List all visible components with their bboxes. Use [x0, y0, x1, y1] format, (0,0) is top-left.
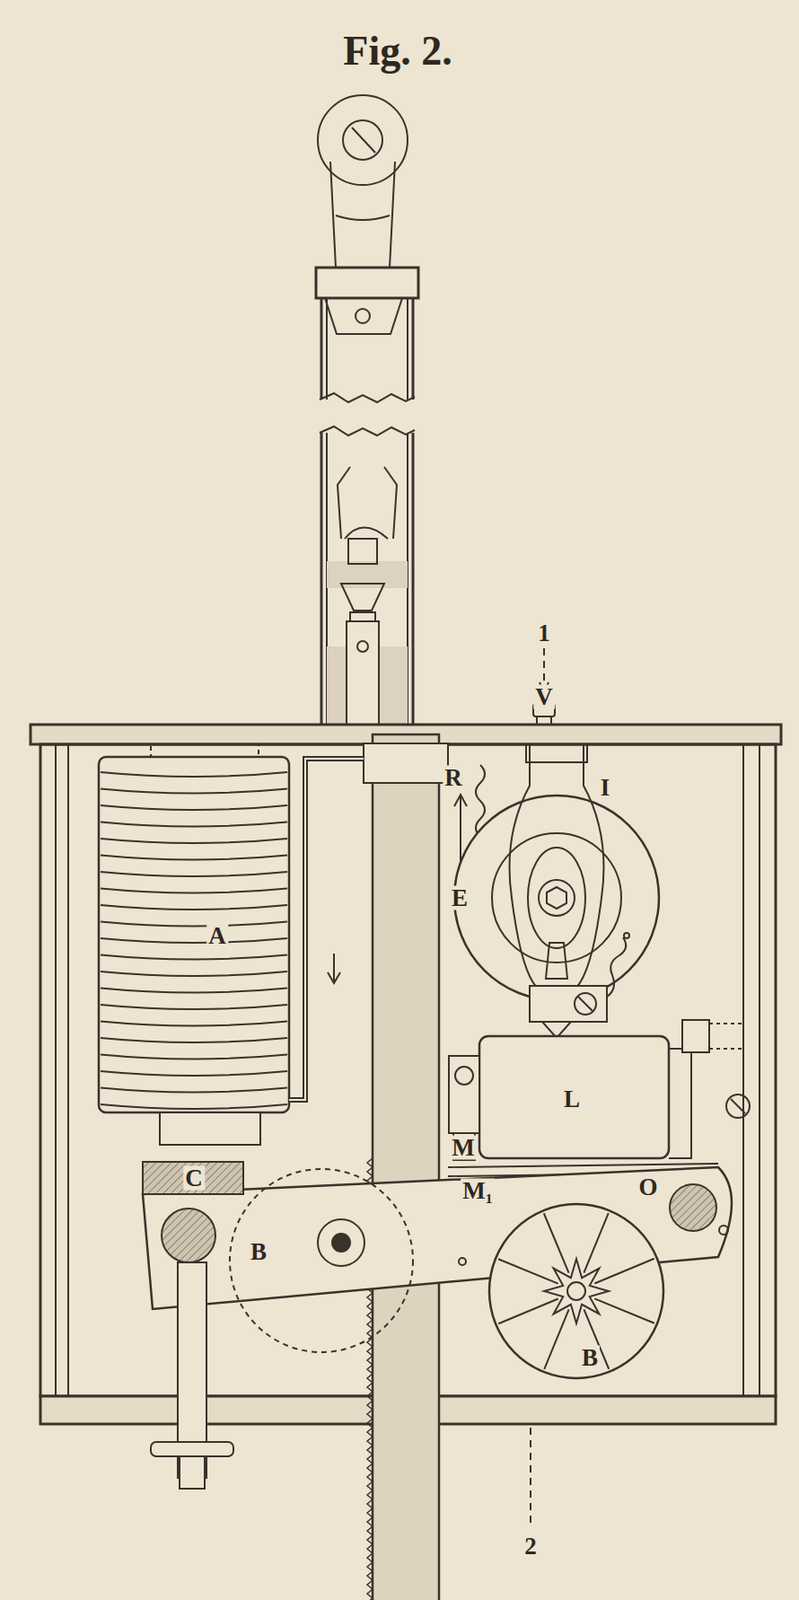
rack-tooth — [367, 1158, 373, 1168]
rack-tooth — [367, 1292, 373, 1302]
rack-tooth — [367, 1472, 373, 1482]
rack-tooth — [367, 1445, 373, 1455]
wheel-spoke — [544, 1212, 570, 1273]
coil-winding — [100, 871, 288, 877]
coil-winding — [100, 888, 288, 894]
coil-winding — [100, 971, 288, 976]
coil-winding — [100, 955, 288, 960]
lever — [142, 1161, 732, 1489]
top-roller — [317, 95, 408, 268]
rack-tooth — [367, 1301, 373, 1311]
coil-winding — [100, 838, 288, 843]
coil-winding — [100, 855, 288, 861]
part-letter: A — [206, 923, 229, 949]
solenoid-coil — [98, 744, 364, 1145]
part-letter: B — [579, 1345, 600, 1370]
wheel-spoke — [583, 1212, 608, 1274]
coil-winding — [100, 1054, 288, 1060]
coil-winding — [100, 772, 288, 777]
rack-tooth — [367, 1553, 373, 1563]
coil-winding — [100, 1071, 288, 1076]
rack-tooth — [367, 1167, 373, 1177]
wheel-spoke — [594, 1258, 654, 1284]
coil-winding — [100, 1088, 288, 1093]
wheel-spoke — [544, 1308, 569, 1370]
part-letter: B — [248, 1239, 269, 1265]
rack-tooth — [367, 1382, 373, 1392]
rack-tooth — [367, 1319, 373, 1329]
rack-tooth — [367, 1427, 373, 1437]
wheel-spoke — [594, 1298, 655, 1323]
rack-tooth — [367, 1355, 373, 1365]
part-letter: L — [561, 1087, 582, 1112]
part-letter: R — [442, 765, 465, 791]
coil-winding — [100, 789, 288, 794]
coil-winding — [100, 1021, 288, 1027]
rack-tooth — [367, 1517, 373, 1527]
rack-tooth — [367, 1346, 373, 1356]
figure-title: Fig. 2. — [341, 30, 454, 72]
tube — [316, 267, 419, 728]
rack-tooth — [367, 1571, 373, 1581]
coil-winding — [100, 1104, 288, 1109]
star-wheel — [489, 1203, 664, 1379]
coil-winding — [100, 805, 288, 810]
coil-winding — [100, 938, 288, 943]
coil-winding — [100, 904, 288, 910]
rack-tooth — [367, 1481, 373, 1491]
rack-tooth — [367, 1544, 373, 1554]
rack-tooth — [367, 1499, 373, 1509]
rack-tooth — [367, 1490, 373, 1500]
rack-tooth — [367, 1589, 373, 1598]
part-letter: O — [636, 1175, 659, 1200]
rack-tooth — [367, 1436, 373, 1446]
rack-tooth — [367, 1409, 373, 1419]
part-letter: C — [183, 1166, 205, 1191]
rack-tooth — [367, 1463, 373, 1473]
rack-tooth — [367, 1310, 373, 1320]
rack-tooth — [367, 1526, 373, 1536]
wheel-spoke — [498, 1298, 558, 1324]
adjusting-screw — [533, 648, 555, 725]
coil-winding — [100, 1004, 288, 1010]
carbon-disk — [454, 744, 659, 1038]
wheel-spoke — [498, 1258, 559, 1283]
rack-tooth — [367, 1400, 373, 1410]
part-letter: E — [449, 886, 470, 911]
axis-line — [529, 1427, 532, 1527]
rack-tooth — [367, 1418, 373, 1428]
part-letter: 2 — [522, 1534, 539, 1559]
star-hub — [544, 1258, 609, 1324]
coil-winding — [100, 921, 288, 927]
rack-tooth — [367, 1391, 373, 1401]
part-letter: M — [449, 1135, 476, 1160]
rack-tooth — [367, 1562, 373, 1572]
rack-tooth — [367, 1508, 373, 1518]
rack-tooth — [367, 1454, 373, 1464]
rack-tooth — [367, 1373, 373, 1383]
part-letter: M₁ — [460, 1178, 495, 1203]
part-letter: I — [598, 775, 613, 800]
part-letter: V — [533, 684, 555, 710]
rack-tooth — [367, 1535, 373, 1545]
coil-winding — [100, 1037, 288, 1043]
dashpot-cylinder — [447, 1019, 750, 1181]
rack-tooth — [367, 1580, 373, 1590]
rack-rod — [363, 734, 448, 1600]
coil-winding — [100, 988, 288, 993]
rack-tooth — [367, 1598, 373, 1600]
coil-winding — [100, 822, 288, 827]
part-letter: 1 — [535, 621, 553, 646]
rack-tooth — [367, 1364, 373, 1374]
